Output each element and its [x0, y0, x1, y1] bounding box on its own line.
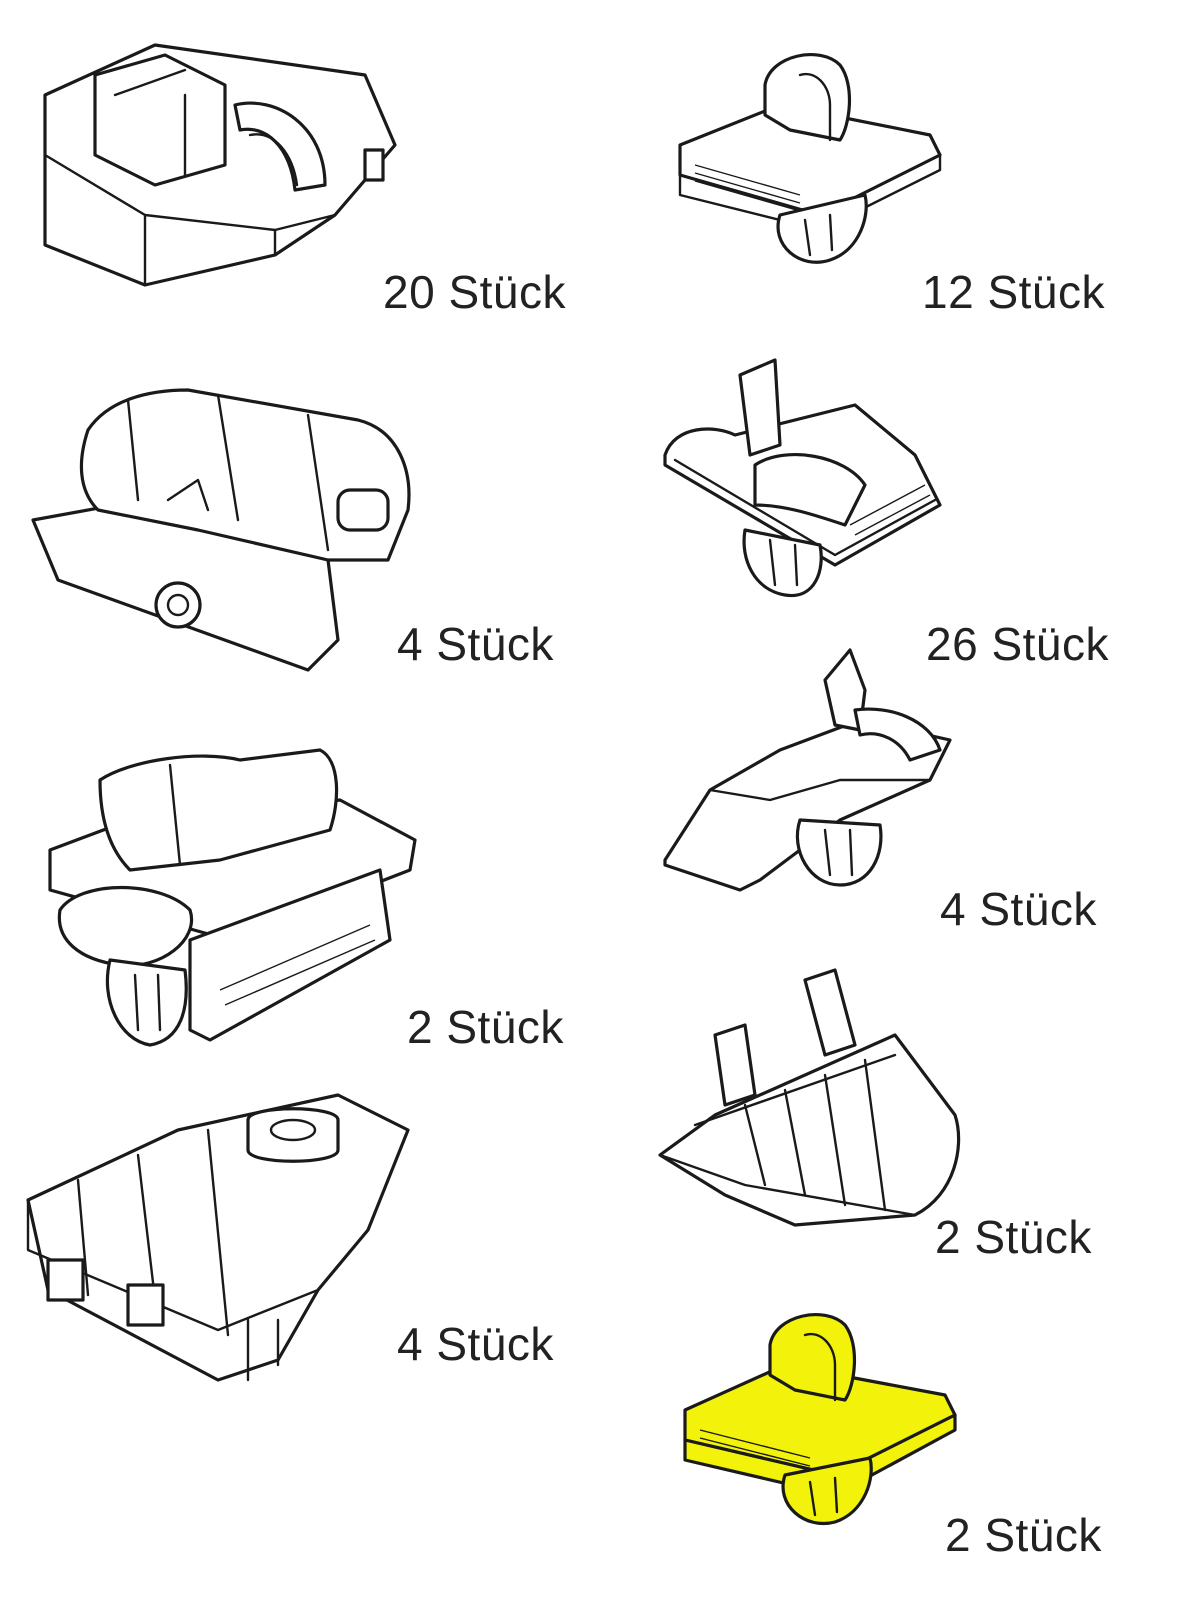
part-clip-7-drawing — [18, 1090, 418, 1390]
part-clip-8-drawing — [655, 965, 965, 1235]
part-clip-4-quantity: 26 Stück — [926, 618, 1109, 670]
part-clip-2-quantity: 12 Stück — [922, 266, 1105, 318]
part-clip-3-quantity: 4 Stück — [397, 618, 554, 670]
part-clip-8-quantity: 2 Stück — [935, 1211, 1092, 1263]
part-clip-5-drawing — [40, 740, 420, 1050]
part-clip-2-drawing — [670, 45, 960, 275]
part-clip-6-quantity: 4 Stück — [940, 883, 1097, 935]
part-clip-4-drawing — [655, 355, 950, 605]
part-clip-3-drawing — [28, 360, 418, 680]
part-clip-7-quantity: 4 Stück — [397, 1318, 554, 1370]
part-clip-9-drawing — [675, 1300, 965, 1530]
part-clip-5-quantity: 2 Stück — [407, 1001, 564, 1053]
part-clip-1-drawing — [35, 15, 405, 295]
part-clip-6-drawing — [660, 648, 960, 900]
part-clip-1-quantity: 20 Stück — [383, 266, 566, 318]
part-clip-9-quantity: 2 Stück — [945, 1509, 1102, 1561]
